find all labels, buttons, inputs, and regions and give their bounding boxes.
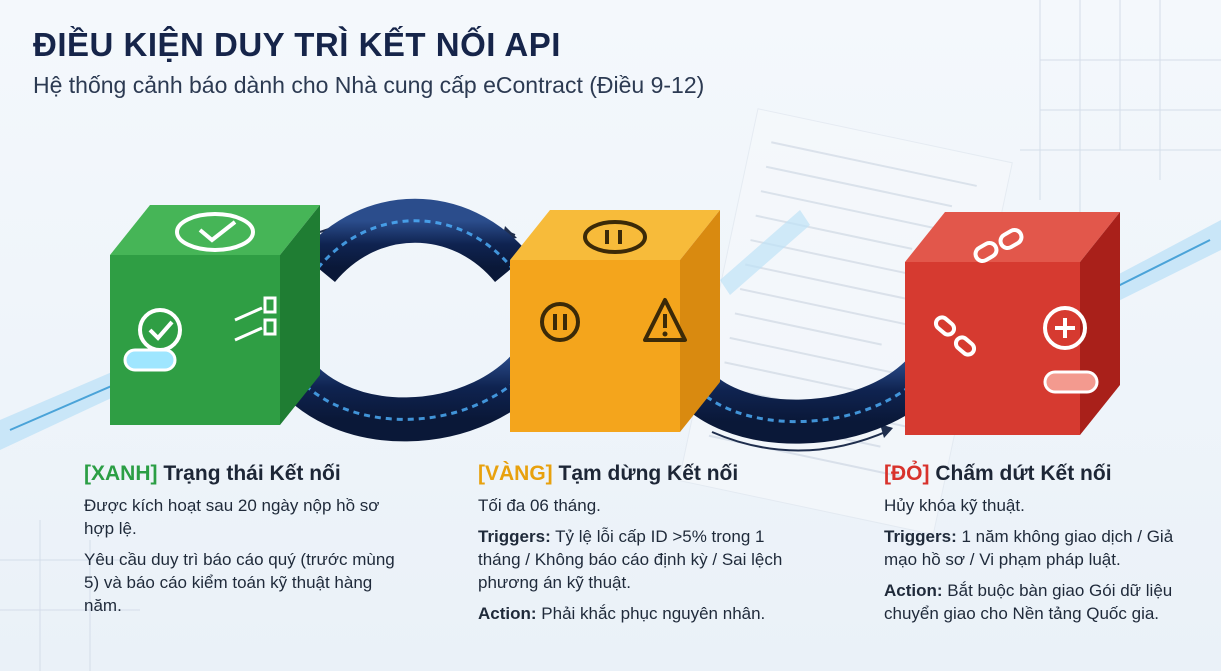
stage-yellow-action: Action: Phải khắc phục nguyên nhân.	[478, 604, 766, 623]
page-title: ĐIỀU KIỆN DUY TRÌ KẾT NỐI API	[33, 26, 561, 63]
stage-yellow-info: [VÀNG] Tạm dừng Kết nối Tối đa 06 tháng.…	[478, 462, 798, 633]
stage-red-tag: [ĐỎ]	[884, 462, 930, 485]
stage-green-desc-2: Yêu cầu duy trì báo cáo quý (trước mùng …	[84, 550, 395, 615]
connector-tube-upper	[301, 198, 529, 283]
broken-link-icon	[933, 227, 1024, 357]
stage-red-heading: [ĐỎ] Chấm dứt Kết nối	[884, 462, 1194, 486]
stage-yellow-title: Tạm dừng Kết nối	[558, 462, 739, 485]
connector-tube-lower-2	[665, 346, 954, 444]
connector-tube-lower-1	[265, 341, 558, 442]
cube-yellow	[510, 210, 720, 432]
stage-yellow-triggers: Triggers: Tỷ lệ lỗi cấp ID >5% trong 1 t…	[478, 527, 783, 592]
document-transfer-icon	[234, 296, 277, 342]
stage-red-desc-1: Hủy khóa kỹ thuật.	[884, 496, 1025, 515]
cube-green	[110, 205, 320, 425]
pause-icon	[540, 220, 647, 342]
cube-red	[905, 212, 1120, 435]
stage-yellow-tag: [VÀNG]	[478, 462, 553, 485]
stage-green-info: [XANH] Trạng thái Kết nối Được kích hoạt…	[84, 462, 414, 625]
stage-red-action: Action: Bắt buộc bàn giao Gói dữ liệu ch…	[884, 581, 1173, 623]
checkmark-icon	[138, 212, 255, 352]
warning-icon	[643, 298, 687, 342]
page-subtitle: Hệ thống cảnh báo dành cho Nhà cung cấp …	[33, 72, 705, 98]
stage-green-desc-1: Được kích hoạt sau 20 ngày nộp hồ sơ hợp…	[84, 496, 380, 538]
stage-red-info: [ĐỎ] Chấm dứt Kết nối Hủy khóa kỹ thuật.…	[884, 462, 1194, 633]
stage-red-title: Chấm dứt Kết nối	[935, 462, 1112, 485]
stage-yellow-heading: [VÀNG] Tạm dừng Kết nối	[478, 462, 798, 486]
stage-green-heading: [XANH] Trạng thái Kết nối	[84, 462, 414, 486]
stage-red-triggers: Triggers: 1 năm không giao dịch / Giả mạ…	[884, 527, 1174, 569]
stage-green-title: Trạng thái Kết nối	[163, 462, 341, 485]
stage-yellow-desc-1: Tối đa 06 tháng.	[478, 496, 601, 515]
stage-green-tag: [XANH]	[84, 462, 158, 485]
cancel-icon	[1043, 306, 1087, 350]
